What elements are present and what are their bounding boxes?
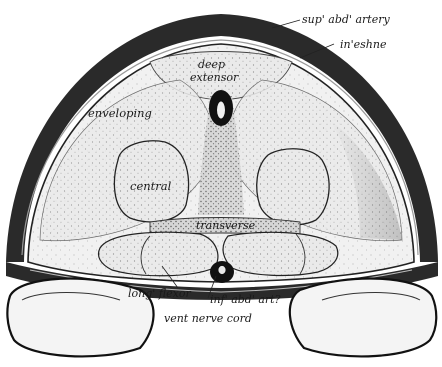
central-muscle-right xyxy=(257,149,329,225)
label-extensor: extensor xyxy=(190,71,239,84)
label-vent-nerve-cord: vent nerve cord xyxy=(164,312,252,325)
label-sup-abd-artery: sup' abd' artery xyxy=(302,13,390,26)
label-intestine: in'eshne xyxy=(340,38,387,51)
label-inf-abd-artery: inf' abd' art? xyxy=(210,293,281,306)
longitudinal-flexor-right xyxy=(223,232,338,275)
inferior-abdominal-artery xyxy=(218,266,226,275)
label-deep: deep xyxy=(198,58,225,71)
label-enveloping: enveloping xyxy=(88,106,152,120)
right-pleopod-base xyxy=(290,279,436,357)
superior-artery-lumen xyxy=(217,101,226,119)
label-central: central xyxy=(130,179,172,193)
longitudinal-flexor-left xyxy=(99,232,218,276)
label-longl-flexor: long' flexor xyxy=(128,287,191,300)
label-transverse: transverse xyxy=(196,219,256,232)
